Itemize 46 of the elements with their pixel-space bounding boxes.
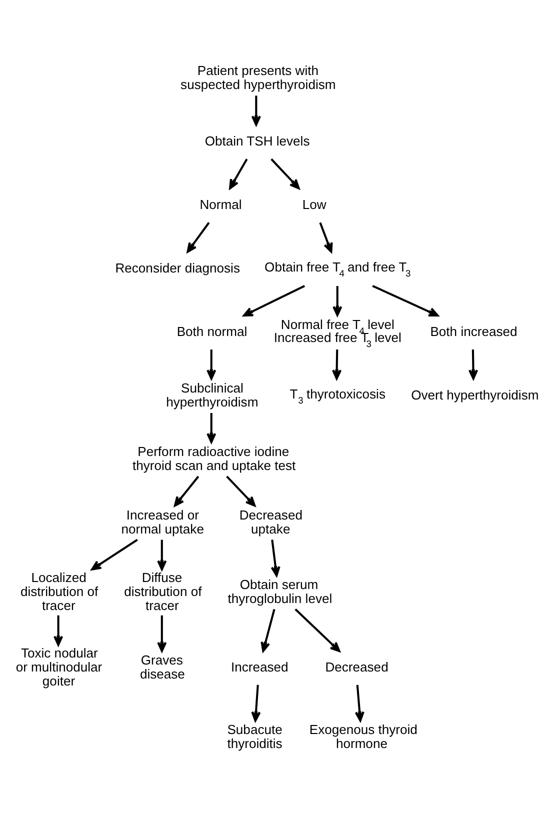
node-text: Obtain TSH levels (204, 132, 310, 148)
node-text: Exogenous thyroid hormone (309, 721, 418, 750)
arrow (354, 684, 364, 722)
arrow (206, 349, 216, 380)
arrow (242, 284, 306, 316)
arrow (332, 349, 342, 380)
node-text: Graves disease (140, 652, 185, 681)
arrow (206, 412, 216, 443)
node-text: Overt hyperthyroidism (411, 386, 539, 402)
arrow (251, 95, 261, 126)
node-text: Both normal (176, 323, 248, 338)
node-text: Low (302, 196, 326, 212)
arrow (270, 539, 280, 576)
arrow (260, 608, 276, 652)
arrow (372, 284, 439, 316)
node-text: Patient presents with suspected hyperthyroidism (180, 62, 336, 92)
node-text: Increased or normal uptake (121, 506, 204, 536)
node-text: Perform radioactive iodine thyroid scan and uptake test (132, 443, 296, 472)
node-text: Increased (230, 658, 288, 674)
node-text: Reconsider diagnosis (115, 260, 240, 275)
arrow (157, 614, 167, 652)
node-text: T$_{3}$ thyrotoxicosis (290, 386, 386, 405)
arrow (251, 684, 261, 722)
arrow (468, 349, 478, 380)
arrow (332, 286, 342, 316)
node-text: Subclinical hyperthyroidism (166, 380, 258, 409)
node-text: Decreased (325, 658, 388, 674)
arrow (319, 222, 333, 252)
node-text: Diffuse distribution of tracer (124, 569, 202, 612)
node-text: Obtain serum thyroglobulin level (228, 576, 332, 606)
arrow (186, 221, 210, 252)
node-text: Subacute thyroiditis (227, 721, 282, 750)
arrow (229, 158, 248, 189)
arrow (174, 475, 200, 506)
node-text: Localized distribution of tracer (20, 569, 98, 612)
arrow (157, 539, 167, 570)
arrow (54, 614, 64, 646)
arrow (91, 538, 138, 570)
arrow (294, 608, 340, 652)
node-text: Both increased (430, 323, 518, 338)
node-text: Normal (200, 196, 242, 212)
node-text: Obtain free T$_{4}$ and free T$_{3}$ (264, 258, 411, 278)
arrow (270, 158, 300, 189)
node-text: Decreased uptake (239, 506, 302, 536)
node-text: Toxic nodular or multinodular goiter (16, 644, 102, 688)
arrow (226, 475, 256, 506)
